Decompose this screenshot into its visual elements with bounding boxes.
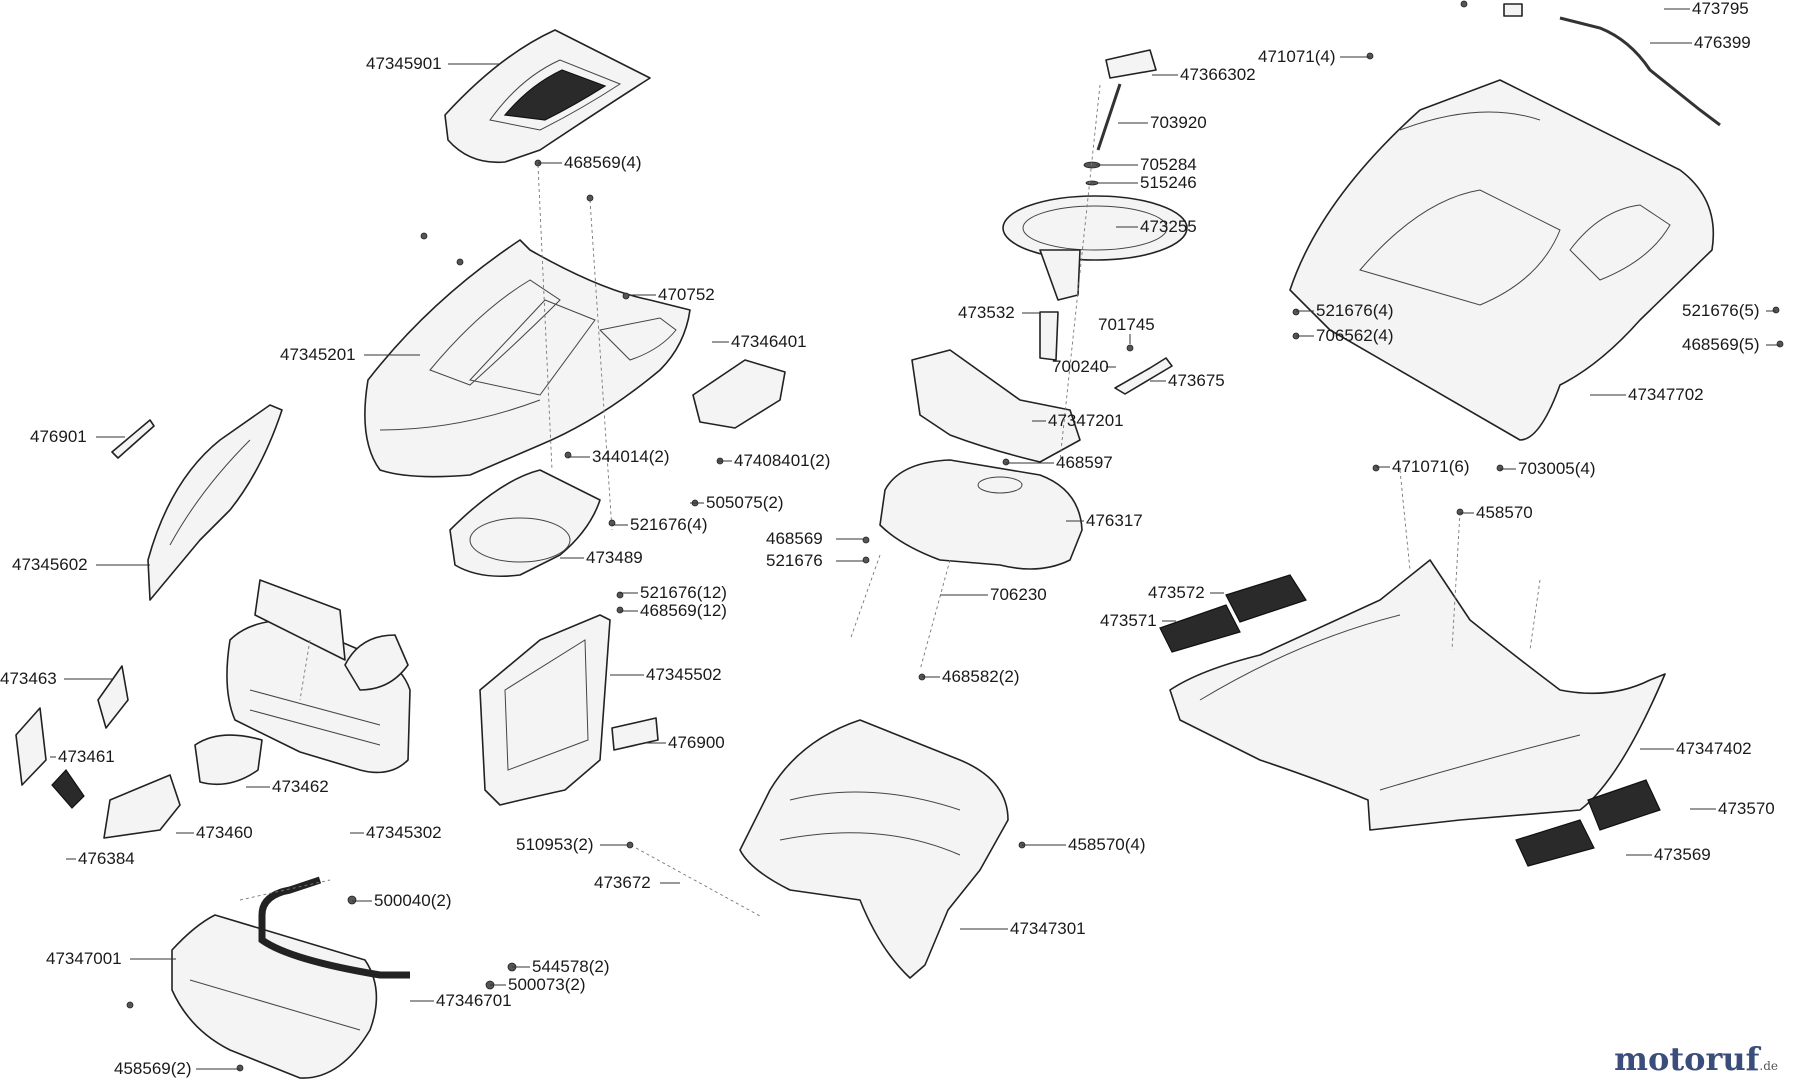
front-bumper-part (171, 914, 378, 1079)
part-label-476901: 476901 (30, 427, 87, 446)
part-label-473569: 473569 (1654, 845, 1711, 864)
part-label-458569-2: 458569(2) (114, 1059, 192, 1078)
side-strip-part (611, 717, 659, 751)
part-label-468569: 468569 (766, 529, 823, 548)
callout-leaders (50, 8, 1780, 1070)
part-label-47347201: 47347201 (1048, 411, 1124, 430)
headlight-left-part (15, 707, 47, 786)
part-label-703005-4: 703005(4) (1518, 459, 1596, 478)
rear-fender-part (1289, 79, 1715, 441)
part-label-521676-4b: 521676(4) (1316, 301, 1394, 320)
part-label-473672: 473672 (594, 873, 651, 892)
hood-liner-part (449, 469, 601, 578)
part-label-521676-12: 521676(12) (640, 583, 727, 602)
part-label-47366302: 47366302 (1180, 65, 1256, 84)
part-label-47346401: 47346401 (731, 332, 807, 351)
left-side-panel-part (147, 404, 283, 601)
part-label-703920: 703920 (1150, 113, 1207, 132)
part-label-473571: 473571 (1100, 611, 1157, 630)
part-label-706562-4: 706562(4) (1316, 326, 1394, 345)
part-label-505075-2: 505075(2) (706, 493, 784, 512)
part-label-47345602: 47345602 (12, 555, 88, 574)
front-grille-part (226, 579, 411, 774)
part-label-458570-4: 458570(4) (1068, 835, 1146, 854)
part-label-473532: 473532 (958, 303, 1015, 322)
part-label-473462: 473462 (272, 777, 329, 796)
part-label-47346701: 47346701 (436, 991, 512, 1010)
steering-assembly-part (1002, 49, 1188, 361)
part-label-47345302: 47345302 (366, 823, 442, 842)
part-label-473675: 473675 (1168, 371, 1225, 390)
part-label-473795: 473795 (1692, 0, 1749, 18)
headlight-right-part (97, 665, 129, 729)
part-label-47347402: 47347402 (1676, 739, 1752, 758)
part-label-47345502: 47345502 (646, 665, 722, 684)
part-label-705284: 705284 (1140, 155, 1197, 174)
part-label-47345901: 47345901 (366, 54, 442, 73)
part-label-468582-2: 468582(2) (942, 667, 1020, 686)
part-label-476317: 476317 (1086, 511, 1143, 530)
battery-cover-part (692, 359, 786, 429)
center-housing-part (739, 719, 1009, 979)
bumper-bar-part (258, 876, 410, 979)
part-label-47347301: 47347301 (1010, 919, 1086, 938)
logo-badge-part (51, 769, 85, 809)
part-label-468569-12: 468569(12) (640, 601, 727, 620)
part-label-521676-4a: 521676(4) (630, 515, 708, 534)
part-label-473461: 473461 (58, 747, 115, 766)
rear-rod-part (1559, 16, 1721, 127)
part-label-476384: 476384 (78, 849, 135, 868)
fuel-tank-part (879, 459, 1083, 570)
lower-cover-part (103, 774, 181, 839)
part-label-471071-6: 471071(6) (1392, 457, 1470, 476)
part-label-706230: 706230 (990, 585, 1047, 604)
part-label-473460: 473460 (196, 823, 253, 842)
part-label-476900: 476900 (668, 733, 725, 752)
part-label-458570: 458570 (1476, 503, 1533, 522)
part-label-544578-2: 544578(2) (532, 957, 610, 976)
part-label-470752: 470752 (658, 285, 715, 304)
foot-pads-part (1159, 574, 1661, 867)
part-label-471071-4: 471071(4) (1258, 47, 1336, 66)
footboard-part (1169, 559, 1666, 831)
part-label-47408401-2: 47408401(2) (734, 451, 831, 470)
part-label-473255: 473255 (1140, 217, 1197, 236)
part-label-473463: 473463 (0, 669, 57, 688)
part-label-521676: 521676 (766, 551, 823, 570)
clip-part (1503, 3, 1523, 17)
assembly-lines (239, 84, 1541, 917)
part-label-47347001: 47347001 (46, 949, 122, 968)
part-label-473572: 473572 (1148, 583, 1205, 602)
light-housing-part (194, 734, 263, 786)
part-label-476399: 476399 (1694, 33, 1751, 52)
part-label-500040-2: 500040(2) (374, 891, 452, 910)
right-side-panel-part (479, 614, 611, 806)
part-label-47345201: 47345201 (280, 345, 356, 364)
hood-cover-part (444, 29, 651, 164)
part-label-473489: 473489 (586, 548, 643, 567)
main-hood-part (364, 239, 691, 478)
lever-part (1114, 357, 1173, 395)
part-label-700240: 700240 (1052, 357, 1109, 376)
part-label-701745: 701745 (1098, 315, 1155, 334)
part-label-510953-2: 510953(2) (516, 835, 594, 854)
part-label-468569-4: 468569(4) (564, 153, 642, 172)
motoruf-logo: motoruf.de (1614, 1040, 1778, 1078)
dash-panel-part (911, 349, 1081, 463)
part-label-515246: 515246 (1140, 173, 1197, 192)
part-label-473570: 473570 (1718, 799, 1775, 818)
part-label-468597: 468597 (1056, 453, 1113, 472)
part-label-468569-5: 468569(5) (1682, 335, 1760, 354)
part-label-47347702: 47347702 (1628, 385, 1704, 404)
part-label-521676-5: 521676(5) (1682, 301, 1760, 320)
trim-strip-part (111, 419, 155, 459)
part-label-500073-2: 500073(2) (508, 975, 586, 994)
part-label-344014-2: 344014(2) (592, 447, 670, 466)
